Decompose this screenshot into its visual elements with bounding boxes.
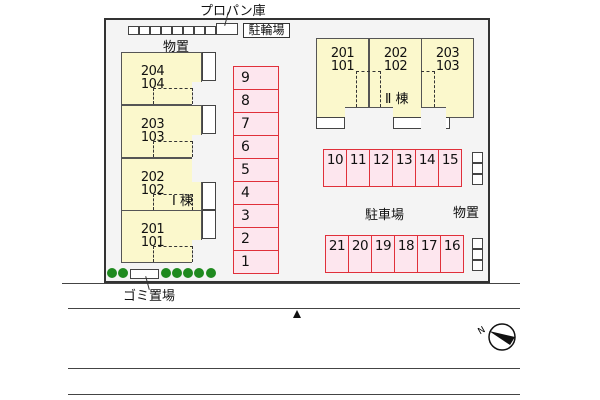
unit-number-upper: 201 [330,46,355,61]
unit-number-lower: 102 [383,59,408,74]
storage-unit [472,174,483,185]
storage-unit [472,163,483,174]
tree-icon [118,268,128,278]
entrance-dashed [153,88,193,104]
parking-space: 2 [233,227,279,251]
propane-storage [216,23,238,35]
parking-space: 18 [394,235,418,273]
notch [192,82,204,105]
parking-space: 17 [417,235,441,273]
unit-number-upper: 204 [140,64,165,79]
parking-space: 8 [233,89,279,113]
storage-unit [472,152,483,163]
storage-unit [139,26,150,35]
parking-space: 11 [346,149,370,187]
parking-space: 6 [233,135,279,159]
storage-unit [194,26,205,35]
entrance-dashed [421,71,435,107]
entrance-dashed [153,246,193,262]
storage-unit [128,26,139,35]
parking-space: 10 [323,149,347,187]
parking-space: 20 [348,235,372,273]
storage-unit [172,26,183,35]
entrance-dashed [153,194,193,210]
parking-space: 19 [371,235,395,273]
parking-space: 14 [415,149,439,187]
unit-number-upper: 202 [140,170,165,185]
parking-space: 7 [233,112,279,136]
storage-unit [472,238,483,249]
storage-box [202,105,216,134]
storage-unit [472,260,483,271]
parking-space: 13 [392,149,416,187]
parking-space: 4 [233,181,279,205]
entrance-dashed [153,141,193,157]
road-edge [62,283,520,284]
unit-number-lower: 103 [435,59,460,74]
parking-space: 5 [233,158,279,182]
propane-label: プロパン庫 [200,4,266,19]
storage-label-top: 物置 [163,40,190,55]
tree-icon [194,268,204,278]
notch [192,135,204,158]
bicycle-parking: 駐輪場 [243,23,290,38]
parking-space: 12 [369,149,393,187]
parking-space: 3 [233,204,279,228]
entrance-dashed [356,71,381,107]
parking-label: 駐車場 [365,208,405,223]
storage-box [202,210,216,239]
tree-icon [183,268,193,278]
parking-space: 15 [438,149,462,187]
notch [192,240,204,263]
tree-icon [172,268,182,278]
notch [345,107,393,131]
building2-label: Ⅱ 棟 [385,92,409,107]
unit-number-upper: 201 [140,222,165,237]
parking-space: 21 [325,235,349,273]
tree-icon [107,268,117,278]
storage-label-right: 物置 [453,206,480,221]
road-line [68,308,520,309]
storage-box [202,52,216,81]
road-line [68,394,520,395]
road-line [68,368,520,369]
notch [192,158,204,182]
parking-space: 16 [440,235,464,273]
storage-unit [183,26,194,35]
entrance-arrow-icon [293,310,301,318]
storage-box [316,117,345,129]
unit-number-lower: 103 [140,130,165,145]
unit-number-lower: 104 [140,77,165,92]
unit-number-lower: 101 [330,59,355,74]
unit-number-upper: 203 [140,117,165,132]
parking-space: 1 [233,250,279,274]
storage-box [202,182,216,210]
parking-space: 9 [233,66,279,90]
tree-icon [206,268,216,278]
unit-number-upper: 203 [435,46,460,61]
north-compass-icon: N [477,323,516,351]
unit-number-lower: 101 [140,235,165,250]
storage-unit [472,249,483,260]
garbage-label: ゴミ置場 [123,289,176,304]
unit-number-lower: 102 [140,183,165,198]
building1-label: Ⅰ 棟 [172,194,193,209]
svg-text:N: N [477,325,488,337]
storage-unit [150,26,161,35]
notch [421,107,446,131]
storage-box [393,117,422,129]
unit-number-upper: 202 [383,46,408,61]
garbage-area [130,269,159,279]
tree-icon [161,268,171,278]
storage-unit [161,26,172,35]
storage-unit [205,26,216,35]
